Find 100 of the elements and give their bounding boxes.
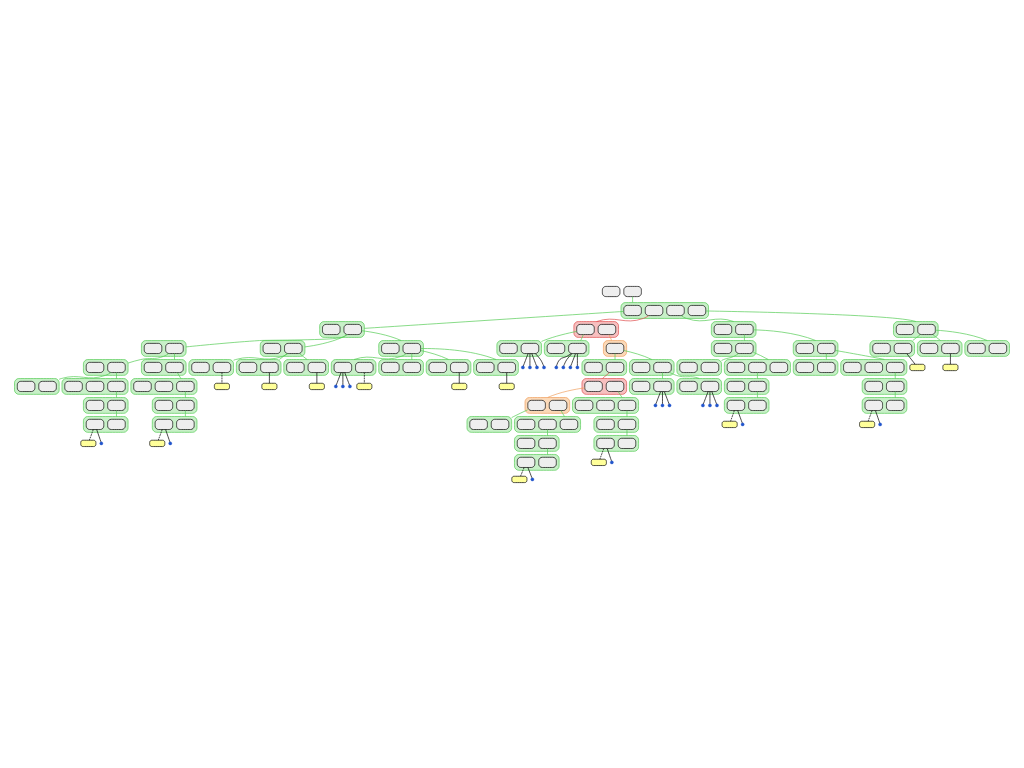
connector: [894, 371, 896, 379]
node-box: [476, 361, 495, 373]
node-box: [713, 342, 733, 354]
node-box: [402, 361, 421, 373]
node-box: [817, 342, 836, 354]
connector: [680, 314, 735, 322]
node-box: [584, 380, 603, 392]
node-note: [590, 458, 607, 466]
node-circle: [521, 365, 525, 369]
node-circle: [334, 384, 338, 388]
connector: [458, 371, 460, 384]
node-box: [322, 323, 341, 335]
node-box: [497, 361, 516, 373]
connector: [757, 371, 758, 379]
node-box: [154, 380, 174, 392]
connector: [599, 447, 605, 460]
connector: [730, 409, 735, 422]
node-box: [176, 399, 195, 411]
connector: [165, 428, 171, 442]
node-box: [107, 380, 126, 392]
connector: [614, 352, 616, 360]
connector: [912, 333, 921, 341]
node-box: [307, 361, 326, 373]
node-box: [864, 361, 883, 373]
connector: [361, 329, 402, 341]
node-box: [748, 361, 767, 373]
node-box: [843, 361, 862, 373]
node-note: [859, 420, 875, 428]
node-box: [917, 323, 936, 335]
node-note: [451, 382, 468, 390]
node-note: [308, 382, 325, 390]
node-circle: [610, 460, 614, 464]
node-box: [605, 380, 625, 392]
node-box: [191, 361, 210, 373]
node-box: [597, 323, 617, 335]
connector: [547, 428, 548, 436]
connector: [757, 390, 758, 398]
connector: [411, 352, 413, 360]
node-box: [343, 323, 362, 335]
node-box: [490, 418, 510, 430]
node-circle: [575, 365, 580, 369]
node-box: [165, 342, 184, 354]
node-circle: [715, 403, 719, 407]
node-box: [700, 361, 720, 373]
connector: [709, 390, 711, 404]
node-box: [85, 380, 105, 392]
connector: [703, 390, 709, 404]
connector: [278, 352, 288, 360]
node-circle: [660, 403, 665, 407]
node-box: [893, 342, 913, 354]
connector: [353, 352, 407, 360]
node-box: [381, 342, 400, 354]
connector: [116, 390, 117, 398]
node-box: [538, 437, 557, 449]
node-box: [886, 380, 905, 392]
node-box: [16, 380, 36, 392]
node-box: [919, 342, 939, 354]
node-box: [107, 361, 126, 373]
node-box: [584, 361, 603, 373]
node-box: [617, 399, 637, 411]
node-box: [623, 304, 642, 316]
node-box: [355, 361, 374, 373]
node-box: [154, 418, 174, 430]
node-box: [262, 342, 281, 354]
node-box: [107, 418, 126, 430]
node-note: [721, 420, 738, 428]
connector: [96, 428, 102, 442]
connector: [531, 352, 537, 366]
node-circle: [99, 441, 104, 445]
node-box: [596, 437, 615, 449]
node-note: [511, 475, 528, 483]
connector: [547, 386, 586, 398]
node-note: [149, 439, 166, 447]
node-box: [548, 399, 568, 411]
node-note: [261, 382, 278, 390]
connector: [655, 390, 661, 404]
node-box: [107, 399, 126, 411]
node-circle: [554, 365, 559, 369]
connector: [894, 390, 896, 398]
connector: [752, 329, 817, 341]
connector: [932, 333, 941, 341]
node-box: [381, 361, 400, 373]
node-circle: [667, 403, 672, 407]
node-circle: [878, 422, 882, 426]
node-circle: [168, 441, 172, 445]
node-box: [872, 342, 891, 354]
node-circle: [701, 403, 705, 407]
node-box: [165, 361, 184, 373]
connector: [705, 310, 917, 322]
connector: [527, 466, 533, 478]
connector: [669, 371, 700, 379]
node-note: [909, 363, 926, 371]
node-circle: [653, 403, 658, 407]
connector: [875, 409, 881, 423]
node-circle: [535, 365, 539, 369]
node-box: [769, 361, 788, 373]
connector: [316, 371, 318, 384]
node-box: [644, 304, 664, 316]
node-box: [520, 342, 540, 354]
node-box: [176, 418, 195, 430]
